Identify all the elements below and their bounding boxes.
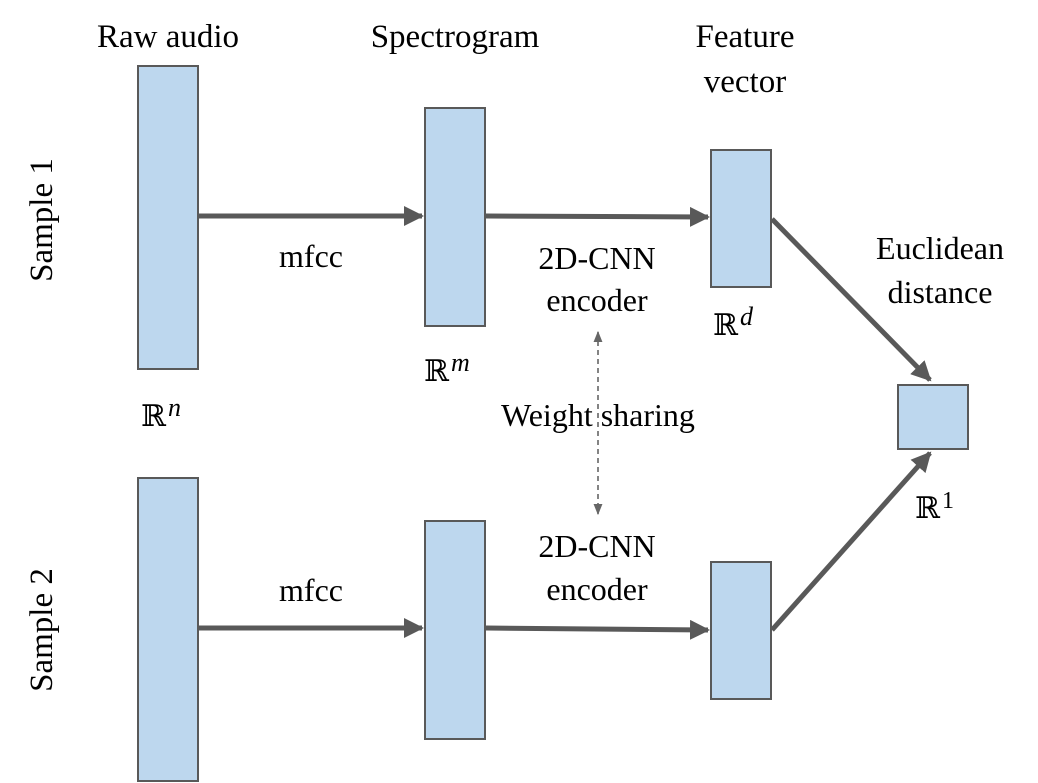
spectrogram-box-1 [424, 107, 486, 327]
cnn-label-1-line1: 2D-CNN [538, 240, 655, 276]
header-feature-line2: vector [704, 64, 786, 100]
header-raw-audio: Raw audio [97, 19, 239, 55]
row-label-sample2: Sample 2 [24, 568, 60, 692]
header-spectrogram: Spectrogram [371, 19, 540, 55]
distance-box [897, 384, 969, 450]
arrow-feature-to-distance-2 [770, 451, 932, 632]
distance-label-line1: Euclidean [876, 230, 1004, 266]
arrow-cnn-1 [485, 206, 710, 227]
raw-audio-box-1 [137, 65, 199, 370]
dim-label-raw-audio: ℝn [141, 393, 181, 434]
mfcc-label-2: mfcc [279, 572, 343, 608]
header-feature-line1: Feature [696, 19, 795, 55]
cnn-label-1-line2: encoder [546, 282, 648, 318]
arrow-feature-to-distance-1 [770, 217, 932, 382]
distance-label-line2: distance [888, 274, 993, 310]
dim-label-feature: ℝd [713, 302, 754, 343]
raw-audio-box-2 [137, 477, 199, 782]
cnn-label-2-line1: 2D-CNN [538, 528, 655, 564]
dim-label-spectrogram: ℝm [424, 348, 470, 389]
cnn-label-2-line2: encoder [546, 571, 648, 607]
mfcc-label-1: mfcc [279, 238, 343, 274]
feature-box-1 [710, 149, 772, 288]
dim-label-distance: ℝ1 [915, 488, 954, 526]
weight-sharing-label: Weight sharing [501, 397, 695, 433]
spectrogram-box-2 [424, 520, 486, 740]
row-label-sample1: Sample 1 [24, 158, 60, 282]
feature-box-2 [710, 561, 772, 700]
arrow-cnn-2 [485, 619, 710, 640]
